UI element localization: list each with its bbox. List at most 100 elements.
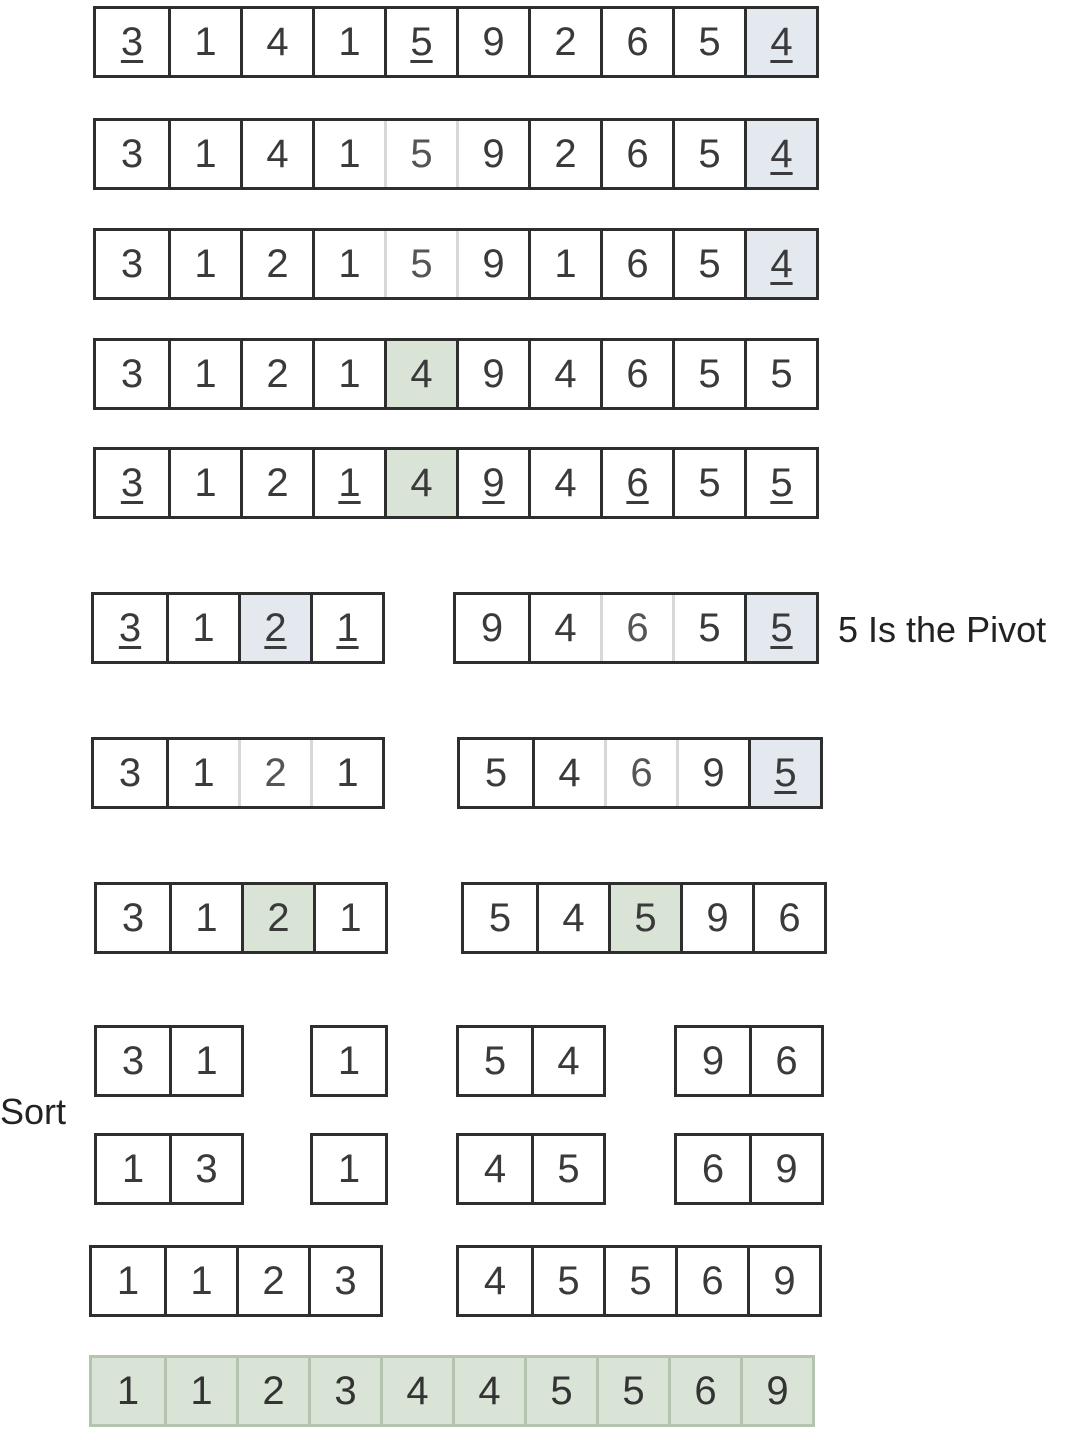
array-cell: 4 — [240, 9, 312, 75]
array-cell: 5 — [672, 9, 744, 75]
array-cell: 5 — [672, 231, 744, 297]
placed-cell: 4 — [384, 450, 456, 516]
cell-value: 2 — [264, 750, 287, 795]
cell-value: 1 — [194, 351, 217, 396]
array-cell: 1 — [168, 231, 240, 297]
array-cell: 2 — [240, 450, 312, 516]
cell-value: 9 — [775, 1146, 798, 1191]
array-cell: 3 — [94, 595, 166, 661]
cell-value: 3 — [120, 131, 144, 176]
array-cell: 4 — [531, 1028, 603, 1094]
pivot-cell: 4 — [744, 9, 816, 75]
cell-value: 3 — [118, 750, 142, 795]
array-cell: 5 — [531, 1248, 603, 1314]
array-cell: 1 — [168, 450, 240, 516]
array-cell: 3 — [96, 231, 168, 297]
array-cell: 2 — [236, 1248, 308, 1314]
pivot-cell: 2 — [238, 595, 310, 661]
cell-value: 5 — [557, 1146, 580, 1191]
cell-value: 4 — [562, 895, 585, 940]
cell-value: 2 — [267, 895, 290, 940]
cell-value: 4 — [770, 131, 793, 176]
cell-value: 1 — [336, 750, 359, 795]
array-cell: 1 — [169, 1028, 241, 1094]
array-cell: 9 — [456, 450, 528, 516]
cell-value: 5 — [483, 1038, 507, 1083]
placed-cell: 4 — [384, 341, 456, 407]
array-cell: 6 — [677, 1136, 749, 1202]
array-cell: 4 — [532, 740, 604, 806]
array-cell: 4 — [528, 595, 600, 661]
array-cell: 5 — [672, 595, 744, 661]
array-cell: 1 — [164, 1358, 236, 1424]
array-cell: 1 — [164, 1248, 236, 1314]
array-cell: 5 — [384, 231, 456, 297]
array-cell: 4 — [459, 1248, 531, 1314]
array-cell: 6 — [600, 595, 672, 661]
cell-value: 1 — [195, 1038, 218, 1083]
array-cell: 5 — [460, 740, 532, 806]
array-cell: 9 — [749, 1136, 821, 1202]
array-cell: 5 — [603, 1248, 675, 1314]
cell-value: 1 — [336, 605, 359, 650]
array-cell: 2 — [528, 121, 600, 187]
cell-value: 4 — [770, 241, 793, 286]
cell-value: 9 — [482, 460, 505, 505]
array-cell: 1 — [92, 1248, 164, 1314]
array-cell: 5 — [672, 341, 744, 407]
cell-value: 1 — [338, 241, 361, 286]
cell-value: 5 — [774, 750, 797, 795]
cell-value: 1 — [554, 241, 577, 286]
array-cell: 5 — [744, 341, 816, 407]
cell-value: 9 — [482, 131, 505, 176]
sort-note: Sort — [0, 1091, 67, 1132]
cell-value: 4 — [557, 1038, 580, 1083]
cell-value: 4 — [266, 19, 289, 64]
array-cell: 5 — [524, 1358, 596, 1424]
array-group: 1 — [310, 1025, 388, 1097]
cell-value: 5 — [488, 895, 512, 940]
cell-value: 3 — [121, 1038, 145, 1083]
array-cell: 3 — [96, 9, 168, 75]
cell-value: 6 — [630, 750, 653, 795]
array-cell: 5 — [596, 1358, 668, 1424]
array-cell: 3 — [94, 740, 166, 806]
cell-value: 1 — [194, 241, 217, 286]
cell-value: 2 — [266, 460, 289, 505]
cell-value: 4 — [483, 1146, 507, 1191]
cell-value: 1 — [338, 460, 361, 505]
cell-value: 1 — [121, 1146, 145, 1191]
cell-value: 1 — [338, 131, 361, 176]
array-cell: 3 — [96, 450, 168, 516]
array-cell: 1 — [312, 231, 384, 297]
cell-value: 2 — [266, 351, 289, 396]
cell-value: 5 — [557, 1258, 580, 1303]
array-cell: 1 — [168, 9, 240, 75]
array-cell: 5 — [744, 450, 816, 516]
array-cell: 5 — [672, 121, 744, 187]
cell-value: 1 — [192, 750, 215, 795]
cell-value: 4 — [266, 131, 289, 176]
cell-value: 9 — [482, 19, 505, 64]
cell-value: 4 — [554, 460, 577, 505]
cell-value: 5 — [634, 895, 657, 940]
array-cell: 9 — [456, 595, 528, 661]
array-cell: 9 — [680, 885, 752, 951]
placed-cell: 5 — [608, 885, 680, 951]
cell-value: 3 — [120, 351, 144, 396]
pivot-cell: 5 — [748, 740, 820, 806]
array-cell: 3 — [308, 1358, 380, 1424]
array-cell: 2 — [238, 740, 310, 806]
array-cell: 9 — [456, 9, 528, 75]
cell-value: 9 — [482, 351, 505, 396]
cell-value: 4 — [410, 351, 433, 396]
array-cell: 9 — [456, 121, 528, 187]
